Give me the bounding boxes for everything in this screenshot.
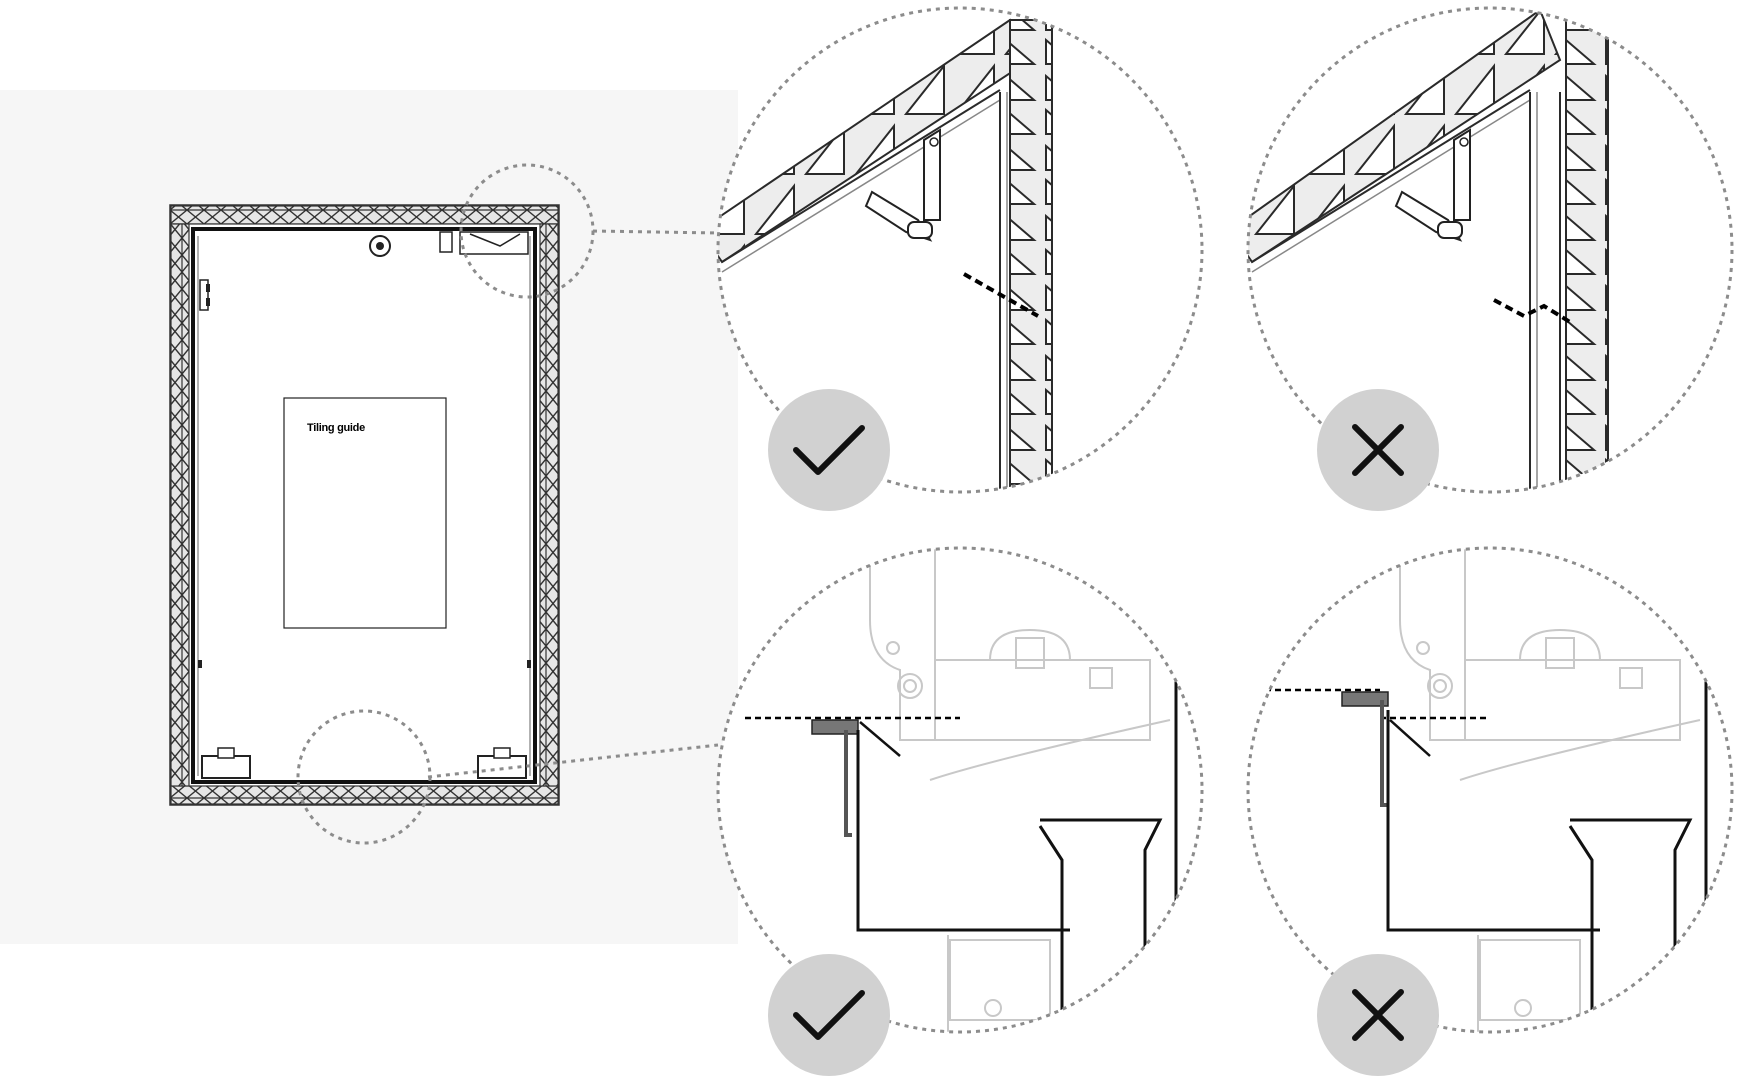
detail-bottom-incorrect: [1248, 548, 1732, 1032]
cross-icon: [1317, 954, 1439, 1076]
detail-top-incorrect: [1248, 8, 1732, 492]
tiling-frame-overview: Tiling guide: [169, 204, 560, 806]
leader-line-bottom: [427, 743, 719, 779]
tiling-guide-sheet: [283, 397, 447, 629]
cross-icon: [1317, 389, 1439, 511]
alignment-line: [963, 272, 1039, 318]
tiling-guide-label: Tiling guide: [307, 422, 365, 434]
leader-line-top: [592, 229, 719, 235]
check-icon: [768, 954, 890, 1076]
misalignment-line: [1493, 298, 1572, 324]
detail-bottom-correct: [718, 548, 1202, 1032]
check-icon: [768, 389, 890, 511]
